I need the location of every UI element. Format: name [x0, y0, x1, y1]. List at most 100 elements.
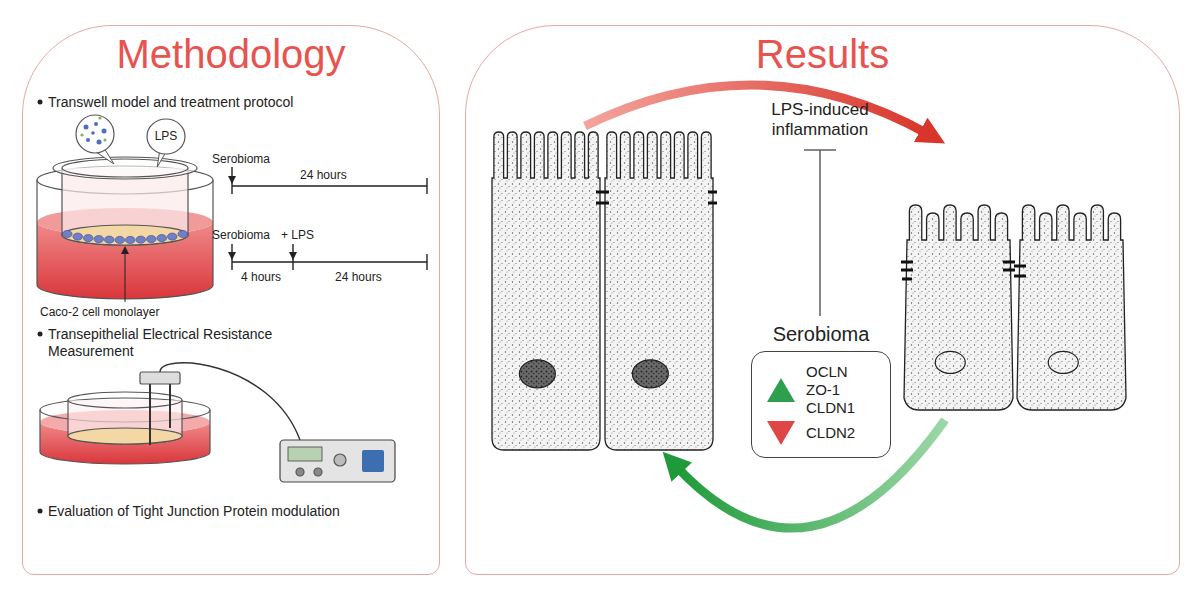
tight-junction — [596, 202, 609, 205]
cell-monolayer — [146, 235, 156, 242]
tight-junction — [1003, 269, 1015, 272]
tight-junction — [1003, 261, 1015, 264]
teer-illustration — [149, 384, 151, 445]
tight-junction — [1014, 275, 1026, 278]
bullet-text: Evaluation of Tight Junction Protein mod… — [48, 503, 340, 520]
tight-junction-box: SerobiomaOCLN ZO-1 CLDN1CLDN2 — [751, 323, 891, 458]
bullet-dot — [38, 332, 43, 337]
increase-triangle — [767, 378, 795, 402]
transwell-illustration — [37, 157, 213, 302]
cell-monolayer — [62, 230, 187, 243]
teer-illustration — [68, 392, 182, 408]
marker-row: OCLN ZO-1 CLDN1 — [766, 363, 876, 417]
serobioma-bubble — [84, 125, 89, 130]
process-label: LPS-induced inflammation — [750, 100, 890, 141]
timeline — [232, 185, 427, 186]
protein-name: CLDN2 — [806, 424, 866, 442]
cell-monolayer — [178, 230, 188, 237]
cell-nucleus — [935, 351, 965, 373]
tight-junction — [708, 202, 717, 205]
serobioma-bubble — [80, 116, 106, 141]
cell-monolayer — [136, 236, 146, 243]
teer-illustration — [288, 447, 322, 461]
timeline — [231, 178, 232, 194]
lps-bubble: LPS — [146, 118, 186, 169]
teer-illustration — [160, 363, 300, 440]
cell-monolayer — [83, 235, 93, 242]
bubble-outline — [147, 119, 185, 154]
transwell-illustration — [125, 250, 126, 302]
cell-monolayer — [115, 236, 125, 243]
increase-triangle — [766, 377, 796, 403]
inhibition-line — [819, 150, 820, 316]
serobioma-bubble — [80, 133, 83, 136]
bullet-dot — [38, 509, 43, 514]
teer-illustration — [280, 440, 395, 482]
decrease-triangle — [766, 420, 796, 446]
protein-name: OCLN ZO-1 CLDN1 — [806, 363, 866, 417]
epithelial-cell — [492, 132, 600, 450]
cell-monolayer — [104, 236, 114, 243]
tight-junction — [902, 278, 912, 281]
panel-heading: Results — [466, 32, 1179, 76]
cell-monolayer — [157, 235, 167, 242]
serobioma-bubble — [103, 138, 106, 141]
serobioma-bubble — [84, 122, 107, 145]
timeline — [292, 254, 293, 270]
duration-label: 4 hours — [241, 270, 281, 284]
cell-monolayer — [94, 235, 104, 242]
panel-heading: Methodology — [23, 32, 439, 76]
teer-illustration — [296, 468, 304, 476]
transwell-illustration — [62, 159, 188, 177]
cell-monolayer — [167, 233, 177, 240]
teer-illustration — [334, 454, 346, 466]
transwell-illustration — [53, 157, 197, 179]
serobioma-bubble — [94, 122, 98, 126]
teer-illustration — [314, 468, 322, 476]
teer-illustration — [169, 384, 171, 428]
marker-box: OCLN ZO-1 CLDN1CLDN2 — [751, 351, 891, 458]
serobioma-bubble — [86, 138, 90, 142]
teer-illustration — [68, 428, 182, 444]
tight-junction — [901, 261, 913, 264]
timeline — [232, 167, 427, 270]
duration-label: 24 hours — [300, 168, 347, 182]
teer-illustration — [362, 450, 384, 472]
transwell-illustration — [62, 225, 188, 245]
cycle-arrow — [676, 420, 945, 528]
timeline-label: + LPS — [281, 228, 314, 242]
serobioma-bubble — [97, 140, 102, 145]
timeline-label: Serobioma — [212, 152, 270, 166]
inhibition-line — [804, 150, 836, 316]
timeline — [426, 254, 427, 270]
teer-illustration — [40, 363, 395, 482]
epithelial-cell — [492, 132, 1126, 450]
tight-junction — [596, 191, 609, 194]
bubble-outline — [146, 118, 186, 169]
duration-label: 24 hours — [335, 270, 382, 284]
marker-row: CLDN2 — [766, 420, 876, 446]
timeline — [232, 261, 427, 262]
tight-junction — [1014, 265, 1026, 268]
bullet-dot — [38, 100, 43, 105]
box-heading: Serobioma — [751, 323, 891, 346]
part-label: Caco-2 cell monolayer — [40, 305, 159, 319]
timeline-label: Serobioma — [212, 228, 270, 242]
serobioma-bubble — [98, 116, 101, 119]
bubble-label: LPS — [146, 118, 186, 155]
cell-monolayer — [62, 230, 72, 237]
serobioma-bubble — [91, 131, 95, 135]
cycle-arrow — [585, 85, 928, 134]
serobioma-bubble — [76, 115, 114, 164]
serobioma-bubble — [76, 115, 114, 153]
teer-illustration — [68, 400, 182, 444]
bullet-text: Transwell model and treatment protocol — [48, 94, 293, 111]
cell-monolayer — [125, 236, 135, 243]
decrease-triangle — [767, 421, 795, 445]
bullet-text: Transepithelial Electrical Resistance Me… — [48, 326, 318, 360]
cell-monolayer — [73, 233, 83, 240]
serobioma-bubble — [102, 129, 107, 134]
cell-nucleus — [1048, 351, 1078, 373]
timeline — [231, 254, 232, 270]
